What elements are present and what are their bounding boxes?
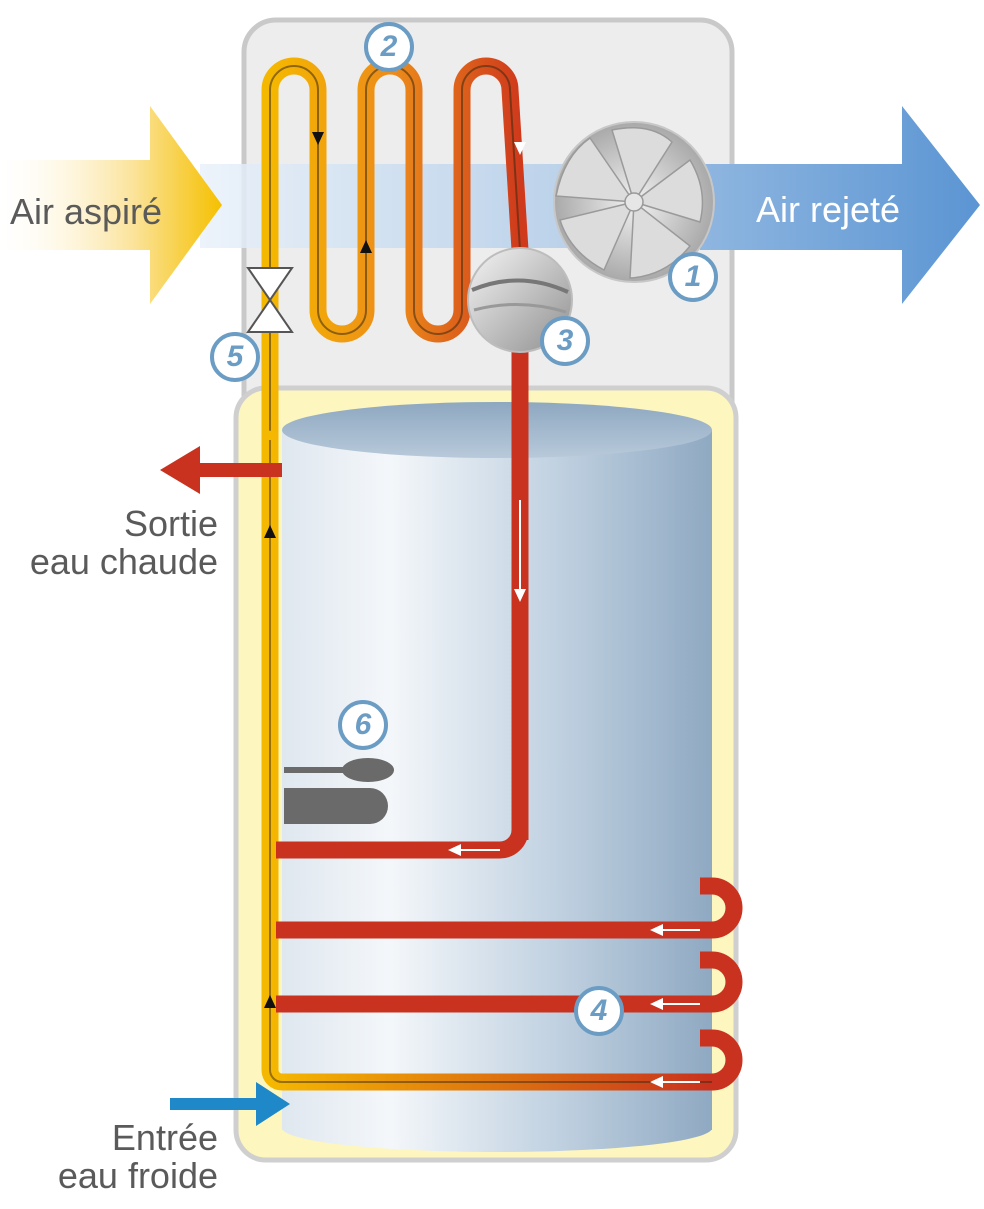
hot-water-out-label-line1: Sortie [123,503,218,544]
badge-fan: 1 [668,252,718,302]
cold-water-in-label-line2: eau froide [57,1155,218,1196]
electric-heater-icon [284,758,394,824]
expansion-valve-icon [246,267,294,333]
hot-water-out-label-line2: eau chaude [29,541,218,582]
air-out-arrow [700,106,980,304]
badge-condenser: 4 [574,986,624,1036]
badge-evaporator: 2 [364,22,414,72]
badge-expansion-valve: 5 [210,332,260,382]
badge-compressor: 3 [540,316,590,366]
hot-water-out-arrow [160,446,200,494]
fan-icon [553,121,715,283]
condenser-coil-icon [276,877,743,1091]
cold-water-in-label-line1: Entrée [111,1117,218,1158]
water-tank [282,402,712,1152]
badge-heater: 6 [338,700,388,750]
air-in-arrow [0,106,222,304]
air-out-label: Air rejeté [756,189,901,230]
air-in-label: Air aspiré [10,191,163,232]
cold-water-in-arrow [256,1082,290,1126]
